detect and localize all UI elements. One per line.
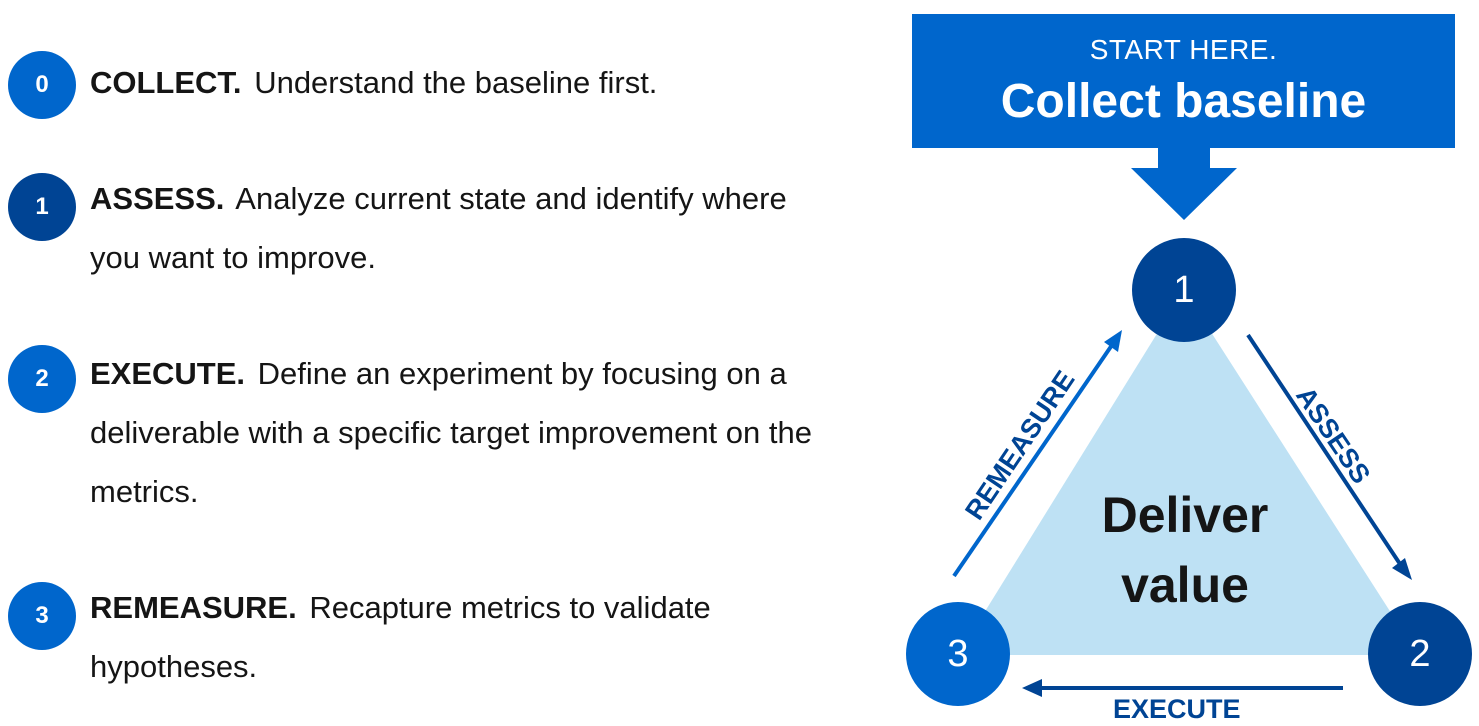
step-text: EXECUTE. Define an experiment by focusin…	[90, 344, 835, 521]
step-text: ASSESS. Analyze current state and identi…	[90, 169, 830, 287]
collect-baseline-label: Collect baseline	[1000, 75, 1367, 128]
step-description: Define an experiment by focusing on a de…	[90, 356, 812, 509]
step-number-badge: 2	[8, 345, 76, 413]
start-here-banner: START HERE. Collect baseline	[912, 14, 1455, 148]
start-here-label: START HERE.	[1089, 34, 1278, 65]
node-3-circle	[906, 602, 1010, 706]
node-2-label: 2	[1409, 632, 1431, 675]
step-number-badge: 0	[8, 51, 76, 119]
node-1-label: 1	[1173, 268, 1195, 311]
center-line-1: Deliver	[1101, 487, 1269, 543]
deliver-value-label: Deliver value	[1050, 480, 1320, 620]
step-description: Analyze current state and identify where…	[90, 181, 787, 275]
node-1-circle	[1132, 238, 1236, 342]
step-text: COLLECT. Understand the baseline first.	[90, 53, 850, 112]
assess-arrow-head	[1392, 558, 1412, 580]
steps-list: 0 COLLECT. Understand the baseline first…	[8, 51, 850, 696]
step-description: Recapture metrics to validate hypotheses…	[90, 590, 711, 684]
deliver-value-triangle	[958, 290, 1418, 655]
step-title: COLLECT.	[90, 65, 242, 100]
step-text: REMEASURE. Recapture metrics to validate…	[90, 578, 780, 696]
start-arrow	[1131, 148, 1237, 220]
step-number-badge: 1	[8, 173, 76, 241]
node-2-circle	[1368, 602, 1472, 706]
assess-arrow-line	[1246, 333, 1402, 566]
remeasure-arrow-line	[952, 343, 1114, 578]
execute-edge-label: EXECUTE	[1113, 694, 1241, 724]
node-3-label: 3	[947, 632, 969, 675]
step-title: EXECUTE.	[90, 356, 246, 391]
step-description: Understand the baseline first.	[254, 65, 658, 100]
step-title: ASSESS.	[90, 181, 225, 216]
step-number-badge: 3	[8, 582, 76, 650]
step-title: REMEASURE.	[90, 590, 297, 625]
remeasure-arrow-head	[1104, 330, 1122, 352]
execute-arrow-head	[1022, 679, 1042, 697]
center-line-2: value	[1121, 557, 1249, 613]
